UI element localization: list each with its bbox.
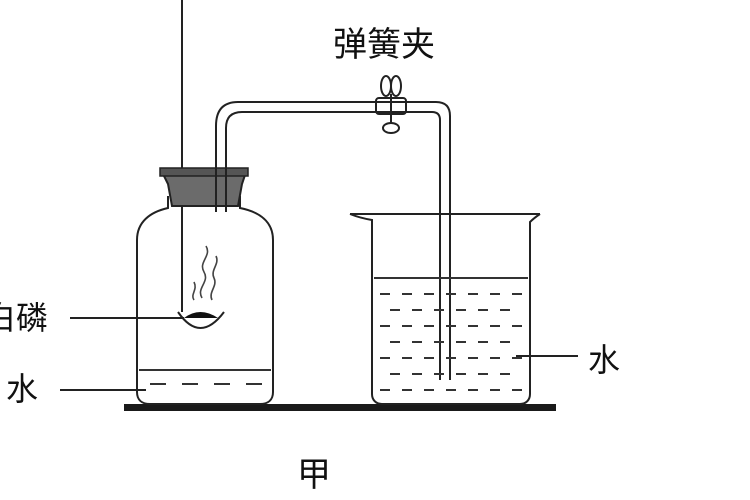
phosphorus-lump <box>184 312 218 318</box>
beaker <box>349 213 541 405</box>
glass-tube <box>215 101 451 380</box>
beaker-water-label: 水 <box>588 341 621 379</box>
phosphorus-label: 白磷 <box>0 299 49 337</box>
spring-clip <box>375 75 407 134</box>
leader-lines <box>60 317 578 391</box>
lab-table <box>124 404 556 411</box>
gas-bottle <box>136 196 274 405</box>
smoke-wisps <box>192 245 218 301</box>
spring-clip-label: 弹簧夹 <box>333 25 435 65</box>
rubber-stopper <box>159 167 249 207</box>
combustion-spoon <box>177 311 225 329</box>
beaker-water <box>374 277 528 391</box>
bottle-water <box>139 369 271 385</box>
bottle-water-label: 水 <box>6 370 39 408</box>
figure-caption: 甲 <box>297 455 331 495</box>
